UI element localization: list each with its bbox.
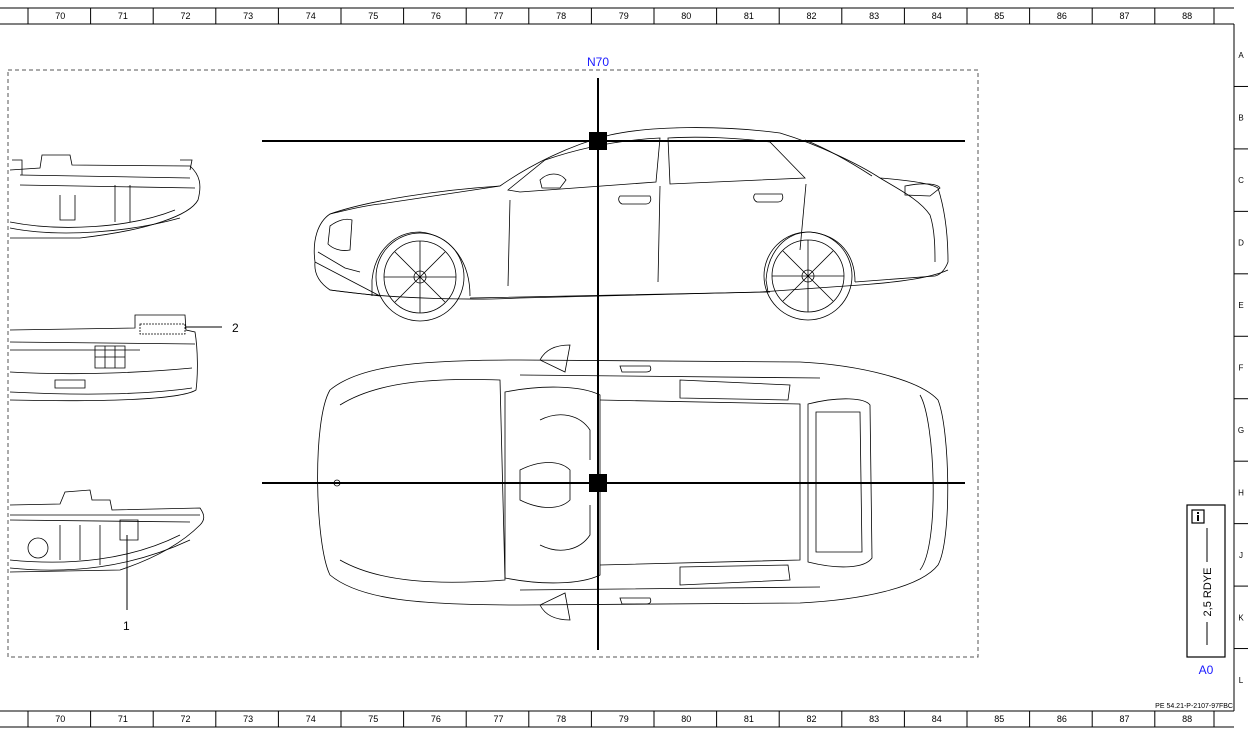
column-bottom-label: 85 — [994, 714, 1004, 724]
column-top-label: 84 — [932, 11, 942, 21]
column-ruler-bottom: 70 71 72 73 74 75 76 77 78 79 80 81 82 83 84 85 86 87 88 — [27, 711, 1215, 727]
column-top-label: 81 — [744, 11, 754, 21]
column-bottom-label: 77 — [493, 714, 503, 724]
column-bottom-label: 87 — [1119, 714, 1129, 724]
column-ruler-top: 70 71 72 73 74 75 76 77 78 79 80 81 82 83 84 85 86 87 88 — [27, 8, 1215, 24]
column-bottom-label: 84 — [932, 714, 942, 724]
connector-label: N70 — [587, 55, 609, 69]
column-top-label: 79 — [619, 11, 629, 21]
column-top-label: 77 — [493, 11, 503, 21]
drawing-frame — [0, 7, 1235, 728]
column-top-label: 87 — [1119, 11, 1129, 21]
row-label: D — [1238, 239, 1244, 248]
row-label: A — [1238, 51, 1244, 60]
component-view-middle — [9, 314, 198, 402]
row-label: G — [1238, 426, 1244, 435]
column-top-label: 71 — [118, 11, 128, 21]
wire-info-box: 2,5 RDYE — [1186, 504, 1226, 658]
callout-2: 2 — [232, 321, 239, 335]
installation-area-frame — [7, 69, 979, 658]
column-top-label: 70 — [55, 11, 65, 21]
column-top-label: 73 — [243, 11, 253, 21]
column-bottom-label: 74 — [306, 714, 316, 724]
wire-color-label: 2,5 RDYE — [1202, 568, 1214, 617]
row-label: E — [1238, 301, 1243, 310]
row-label: J — [1239, 551, 1243, 560]
column-top-label: 82 — [806, 11, 816, 21]
column-top-label: 88 — [1182, 11, 1192, 21]
column-bottom-label: 82 — [806, 714, 816, 724]
column-bottom-label: 76 — [431, 714, 441, 724]
column-bottom-label: 78 — [556, 714, 566, 724]
component-view-lower — [9, 489, 205, 573]
row-ruler-right: A B C D E F G H J K L — [1234, 51, 1248, 685]
column-bottom-label: 71 — [118, 714, 128, 724]
row-label: C — [1238, 176, 1244, 185]
column-top-label: 83 — [869, 11, 879, 21]
ground-label: A0 — [1199, 663, 1214, 677]
location-marker-side — [589, 132, 607, 150]
info-icon — [1191, 509, 1205, 524]
column-bottom-label: 80 — [681, 714, 691, 724]
column-top-label: 78 — [556, 11, 566, 21]
column-top-label: 76 — [431, 11, 441, 21]
car-top-view — [317, 344, 949, 621]
column-bottom-label: 79 — [619, 714, 629, 724]
car-side-view — [313, 127, 949, 322]
row-label: K — [1238, 613, 1244, 622]
column-top-label: 75 — [368, 11, 378, 21]
row-label: L — [1239, 676, 1244, 685]
row-label: F — [1239, 364, 1244, 373]
callout-1: 1 — [123, 619, 130, 633]
callout-leaders — [126, 326, 222, 610]
location-crosshair — [262, 78, 965, 650]
row-label: B — [1238, 114, 1243, 123]
column-top-label: 80 — [681, 11, 691, 21]
column-bottom-label: 86 — [1057, 714, 1067, 724]
column-top-label: 74 — [306, 11, 316, 21]
column-bottom-label: 81 — [744, 714, 754, 724]
column-bottom-label: 70 — [55, 714, 65, 724]
location-marker-top — [589, 474, 607, 492]
column-top-label: 86 — [1057, 11, 1067, 21]
column-bottom-label: 75 — [368, 714, 378, 724]
row-label: H — [1238, 488, 1244, 497]
column-bottom-label: 88 — [1182, 714, 1192, 724]
column-bottom-label: 73 — [243, 714, 253, 724]
document-id: PE 54.21-P-2107-97FBC — [1155, 703, 1233, 710]
component-view-upper — [9, 154, 201, 239]
column-bottom-label: 72 — [180, 714, 190, 724]
column-top-label: 72 — [180, 11, 190, 21]
column-bottom-label: 83 — [869, 714, 879, 724]
column-top-label: 85 — [994, 11, 1004, 21]
